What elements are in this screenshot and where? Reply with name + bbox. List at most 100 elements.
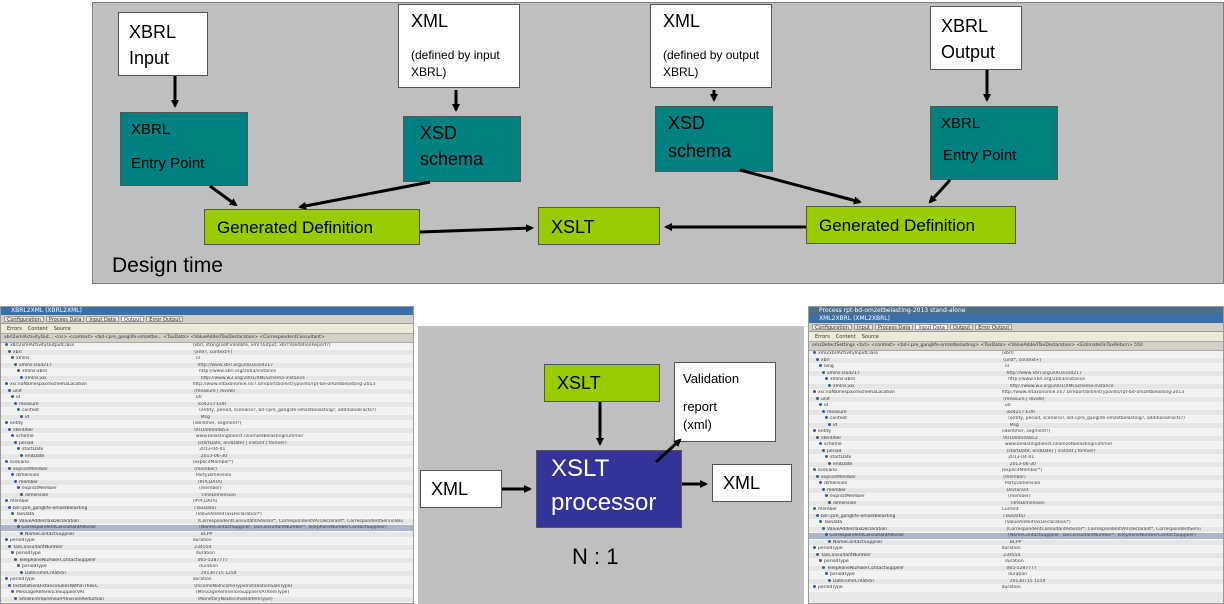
table-row[interactable]: xbrl2xmlActivityOutputClass(xbrl, string… [1, 343, 413, 350]
table-row[interactable]: context(entity, period, scenario?, bd-i:… [1, 408, 413, 415]
view-content[interactable]: Content [27, 326, 48, 332]
table-row[interactable]: explicitMember(member) [809, 474, 1223, 481]
table-row[interactable]: bd-i:pre_ganglife-omzetbelasting(TaxData… [809, 513, 1223, 520]
table-row[interactable]: xml2xbrlActivityInputClass(xbrl) [809, 351, 1223, 358]
tab-output[interactable]: Output [120, 316, 145, 323]
table-row[interactable]: SmallEntrepreneurProvisionReduction(Mone… [1, 596, 413, 603]
tab-process-data[interactable]: Process Data [45, 316, 85, 323]
table-row[interactable]: unit(measure | divide) [1, 388, 413, 395]
table-row[interactable]: scenario(explicitMember*) [1, 460, 413, 467]
table-row[interactable]: explicitMember(member) [1, 486, 413, 493]
table-row[interactable]: entity(identifier, segment?) [1, 421, 413, 428]
view-source[interactable]: Source [53, 326, 71, 332]
table-row[interactable]: xbrl(unit*, context+) [809, 357, 1223, 364]
table-row[interactable]: scenario(explicitMember*) [809, 468, 1223, 475]
table-row[interactable]: unit(measure | divide) [809, 396, 1223, 403]
table-row[interactable]: period(startDate, endDate) | instant | f… [1, 440, 413, 447]
tab-error-output[interactable]: Error Output [146, 316, 184, 323]
xml-output-runtime-box: XML [712, 464, 792, 502]
tab-process-data[interactable]: Process Data [874, 324, 914, 331]
table-row[interactable]: TaxData(ValueAddedTaxDeclaration*) [809, 520, 1223, 527]
tab-input[interactable]: Input [853, 324, 873, 331]
table-row[interactable]: period(startDate, endDate) | instant | f… [809, 448, 1223, 455]
table-row[interactable]: explicitMember(member) [809, 494, 1223, 501]
table-row[interactable]: member(#PCDATA) [1, 479, 413, 486]
table-row[interactable]: ValueAddedTaxDeclaration(CorrespondentCo… [1, 518, 413, 525]
node-icon [20, 375, 23, 379]
view-errors[interactable]: Errors [7, 326, 22, 332]
table-row[interactable]: InstallationDistanceSalesWithinTheEC(Inc… [1, 583, 413, 590]
table-row[interactable]: MessageReferenceSupplierVAT(MessageRefer… [1, 590, 413, 597]
table-row[interactable]: explicitMember(member) [1, 466, 413, 473]
table-row[interactable]: ValueAddedTaxDeclaration(CorrespondentCo… [809, 526, 1223, 533]
row-label: xmlns:xsi [833, 383, 855, 389]
tab-input-data[interactable]: Input Data [915, 324, 948, 331]
table-row[interactable]: CorrespondentConsultantAdvisor(NameConta… [1, 525, 413, 532]
table-row[interactable]: context(entity, period, scenario?, bd-i:… [809, 416, 1223, 423]
row-element-name: entity [809, 429, 1002, 435]
table-row[interactable]: xbrl(xml?, context+) [1, 349, 413, 356]
table-row[interactable]: TaxData(ValueAddedTaxDeclaration*) [1, 512, 413, 519]
table-row[interactable]: CorrespondentConsultantAdvisor(NameConta… [809, 533, 1223, 540]
table-row[interactable]: bd-i:pre_ganglife-omzetbelasting(TaxData… [1, 505, 413, 512]
tab-input-data[interactable]: Input Data [86, 316, 119, 323]
tab-output[interactable]: Output [949, 324, 974, 331]
tab-configuration[interactable]: Configuration [812, 324, 852, 331]
view-content[interactable]: Content [835, 334, 856, 340]
table-row[interactable]: member(#PCDATA) [1, 499, 413, 506]
tab-configuration[interactable]: Configuration [4, 316, 44, 323]
tab-error-output[interactable]: Error Output [975, 324, 1013, 331]
view-source[interactable]: Source [861, 334, 879, 340]
table-row[interactable]: entity(identifier, segment?) [809, 429, 1223, 436]
view-errors[interactable]: Errors [815, 334, 830, 340]
xslt-design-label: XSLT [551, 217, 595, 237]
